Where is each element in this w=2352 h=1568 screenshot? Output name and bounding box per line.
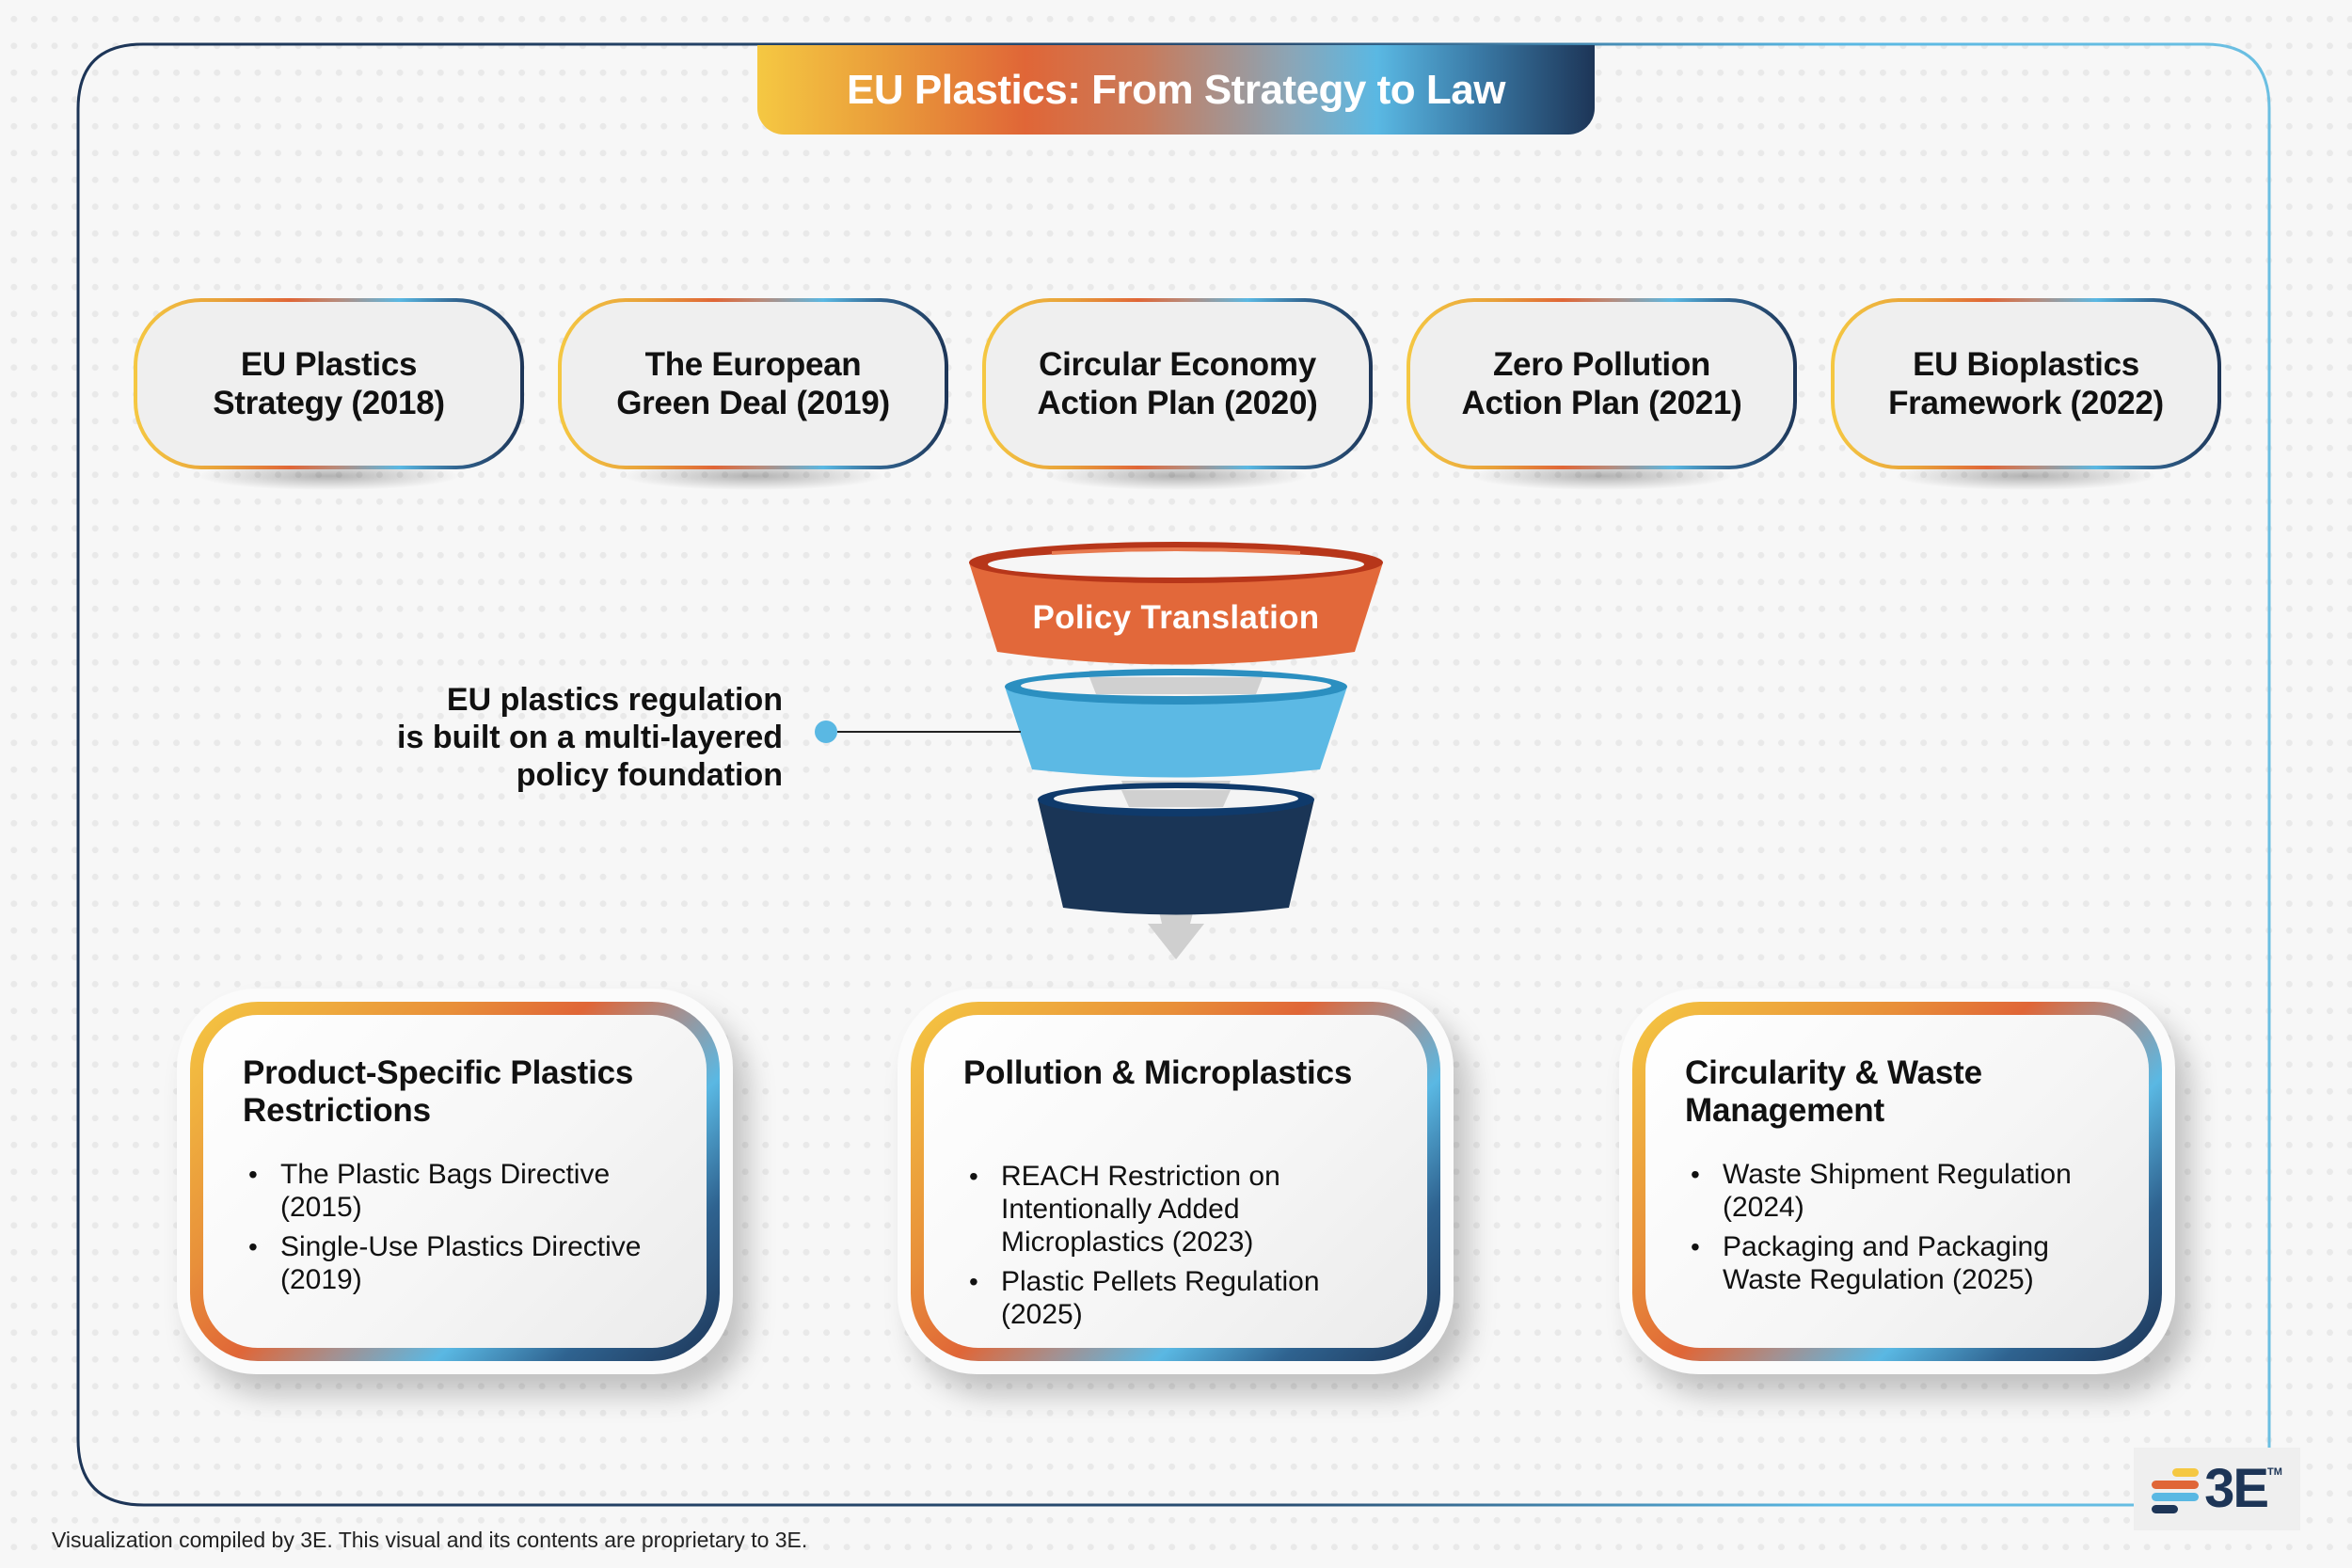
policy-pill: EU Plastics Strategy (2018): [134, 298, 524, 490]
bullet-icon: •: [969, 1267, 978, 1296]
policy-pill: The European Green Deal (2019): [558, 298, 948, 490]
list-item-text: Packaging and Packaging Waste Regulation…: [1723, 1231, 2049, 1295]
logo-bars-icon: [2152, 1466, 2201, 1513]
card-title: Product-Specific Plastics Restrictions: [243, 1054, 634, 1129]
funnel-layer-navy: [1038, 783, 1314, 915]
list-item-text: REACH Restriction on Intentionally Added…: [1001, 1161, 1280, 1258]
card-list: • Waste Shipment Regulation (2024) • Packa…: [1685, 1158, 2115, 1296]
bullet-icon: •: [1691, 1160, 1700, 1189]
list-item-text: Plastic Pellets Regulation (2025): [1001, 1266, 1320, 1330]
annotation-line: is built on a multi-layered: [397, 720, 783, 755]
card-list: • The Plastic Bags Directive (2015) • Sing…: [243, 1158, 673, 1296]
annotation-line: policy foundation: [516, 757, 783, 793]
connector-line: [837, 731, 1021, 733]
policy-pill: Circular Economy Action Plan (2020): [982, 298, 1373, 490]
list-item-text: The Plastic Bags Directive (2015): [280, 1159, 611, 1223]
bullet-icon: •: [248, 1160, 258, 1189]
list-item: • REACH Restriction on Intentionally Adde…: [963, 1160, 1393, 1259]
policy-label: Zero Pollution Action Plan (2021): [1461, 346, 1742, 421]
policy-label: Circular Economy Action Plan (2020): [1037, 346, 1318, 421]
list-item-text: Single-Use Plastics Directive (2019): [280, 1231, 642, 1295]
policy-pill: Zero Pollution Action Plan (2021): [1406, 298, 1797, 490]
card-list: • REACH Restriction on Intentionally Adde…: [963, 1160, 1393, 1331]
card-title: Pollution & Microplastics: [963, 1054, 1353, 1091]
list-item-text: Waste Shipment Regulation (2024): [1723, 1159, 2072, 1223]
page-title: EU Plastics: From Strategy to Law: [847, 66, 1505, 113]
title-banner: EU Plastics: From Strategy to Law: [757, 45, 1595, 135]
category-card: Pollution & Microplastics • REACH Restric…: [898, 989, 1454, 1374]
logo-text: 3E: [2204, 1458, 2269, 1519]
footer-credit: Visualization compiled by 3E. This visua…: [52, 1528, 808, 1552]
bullet-icon: •: [969, 1162, 978, 1191]
list-item: • Packaging and Packaging Waste Regulatio…: [1685, 1230, 2115, 1296]
annotation-text: EU plastics regulation is built on a mul…: [294, 681, 783, 794]
bullet-icon: •: [1691, 1232, 1700, 1261]
3e-logo: 3E TM: [2134, 1448, 2300, 1530]
list-item: • The Plastic Bags Directive (2015): [243, 1158, 673, 1224]
list-item: • Plastic Pellets Regulation (2025): [963, 1265, 1393, 1331]
card-title: Circularity & Waste Management: [1685, 1054, 1982, 1129]
policy-label: The European Green Deal (2019): [616, 346, 890, 421]
policy-label: EU Bioplastics Framework (2022): [1888, 346, 2164, 421]
list-item: • Waste Shipment Regulation (2024): [1685, 1158, 2115, 1224]
category-card: Circularity & Waste Management • Waste Sh…: [1619, 989, 2175, 1374]
funnel-layer-light-blue: [1005, 669, 1347, 778]
funnel-graphic: [969, 542, 1383, 959]
connector-dot: [815, 721, 837, 743]
list-item: • Single-Use Plastics Directive (2019): [243, 1230, 673, 1296]
funnel-layer-orange: [969, 542, 1383, 665]
annotation-line: EU plastics regulation: [446, 682, 783, 718]
category-card: Product-Specific Plastics Restrictions •…: [177, 989, 733, 1374]
logo-trademark: TM: [2267, 1466, 2282, 1478]
policy-pill: EU Bioplastics Framework (2022): [1831, 298, 2221, 490]
policy-label: EU Plastics Strategy (2018): [213, 346, 445, 421]
funnel-label: Policy Translation: [1032, 599, 1320, 636]
bullet-icon: •: [248, 1232, 258, 1261]
